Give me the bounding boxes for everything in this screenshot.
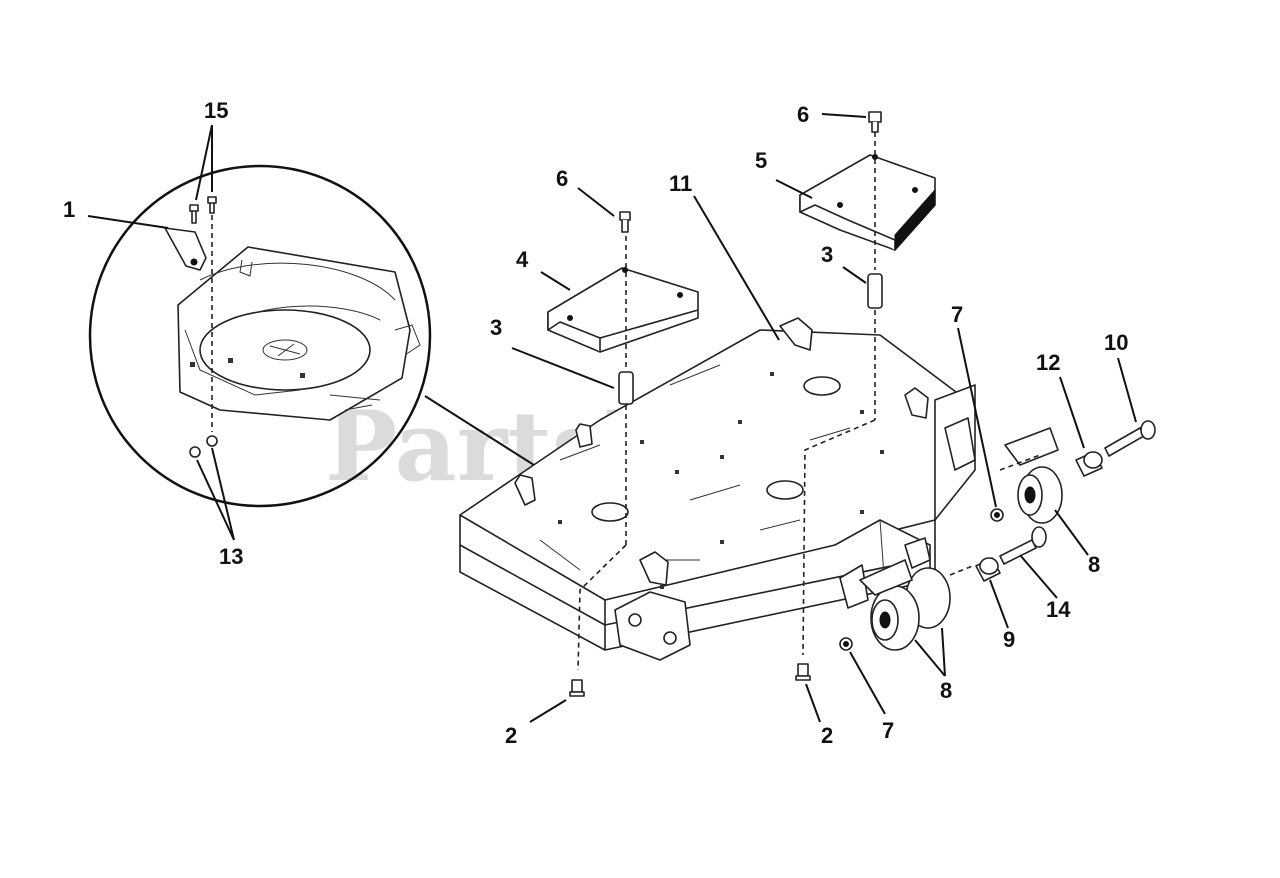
callout-6-left: 6 [556, 166, 568, 191]
leader-lines [87, 113, 1137, 723]
bolt-part-10 [1104, 420, 1156, 457]
callout-12: 12 [1036, 350, 1060, 375]
callout-8-upper: 8 [1088, 552, 1100, 577]
cover-part-5 [799, 132, 936, 270]
callout-9: 9 [1003, 627, 1015, 652]
spindle-hole-center [766, 480, 804, 500]
bolt-part-6-right [868, 111, 882, 133]
bolt-part-6-left [619, 211, 631, 233]
callout-1: 1 [63, 197, 75, 222]
nuts-part-13 [189, 435, 218, 458]
spindle-hole-right [803, 376, 841, 396]
nut-part-7-upper [990, 508, 1004, 522]
callout-7-upper: 7 [951, 302, 963, 327]
spacer-part-3-right [802, 273, 883, 656]
callout-14: 14 [1046, 597, 1071, 622]
callout-11: 11 [669, 171, 692, 196]
callout-2-right: 2 [821, 723, 833, 748]
bolts-part-15 [189, 196, 217, 432]
detail-inset [88, 164, 432, 508]
bracket-part-1 [164, 227, 207, 271]
bolt-part-14 [999, 526, 1047, 565]
callout-7-lower: 7 [882, 718, 894, 743]
wheel-bracket-upper [999, 427, 1059, 471]
callout-8-lower: 8 [940, 678, 952, 703]
axle-dash-lower [949, 564, 976, 576]
callout-5: 5 [755, 148, 767, 173]
spacer-part-9 [975, 557, 1001, 582]
callout-labels: 1 15 13 6 6 11 5 4 3 3 7 7 10 12 8 8 9 1… [63, 98, 1128, 748]
detail-circle [88, 164, 432, 508]
nut-part-7-lower [839, 637, 853, 651]
callout-6-right: 6 [797, 102, 809, 127]
inset-deck [177, 246, 421, 421]
callout-15: 15 [204, 98, 228, 123]
roller-part-8-upper [1017, 466, 1063, 524]
callout-13: 13 [219, 544, 243, 569]
callout-2-left: 2 [505, 723, 517, 748]
roller-part-8-lower [859, 559, 951, 651]
callout-4: 4 [516, 247, 529, 272]
bolt-part-2-right [795, 663, 811, 681]
spacer-part-12 [1075, 451, 1103, 477]
cover-part-4 [547, 236, 699, 370]
callout-3-right: 3 [821, 242, 833, 267]
bolt-part-2-left [569, 679, 585, 697]
spacer-part-3-left [577, 371, 634, 671]
callout-3-left: 3 [490, 315, 502, 340]
spindle-hole-left [591, 502, 629, 522]
callout-10: 10 [1104, 330, 1128, 355]
